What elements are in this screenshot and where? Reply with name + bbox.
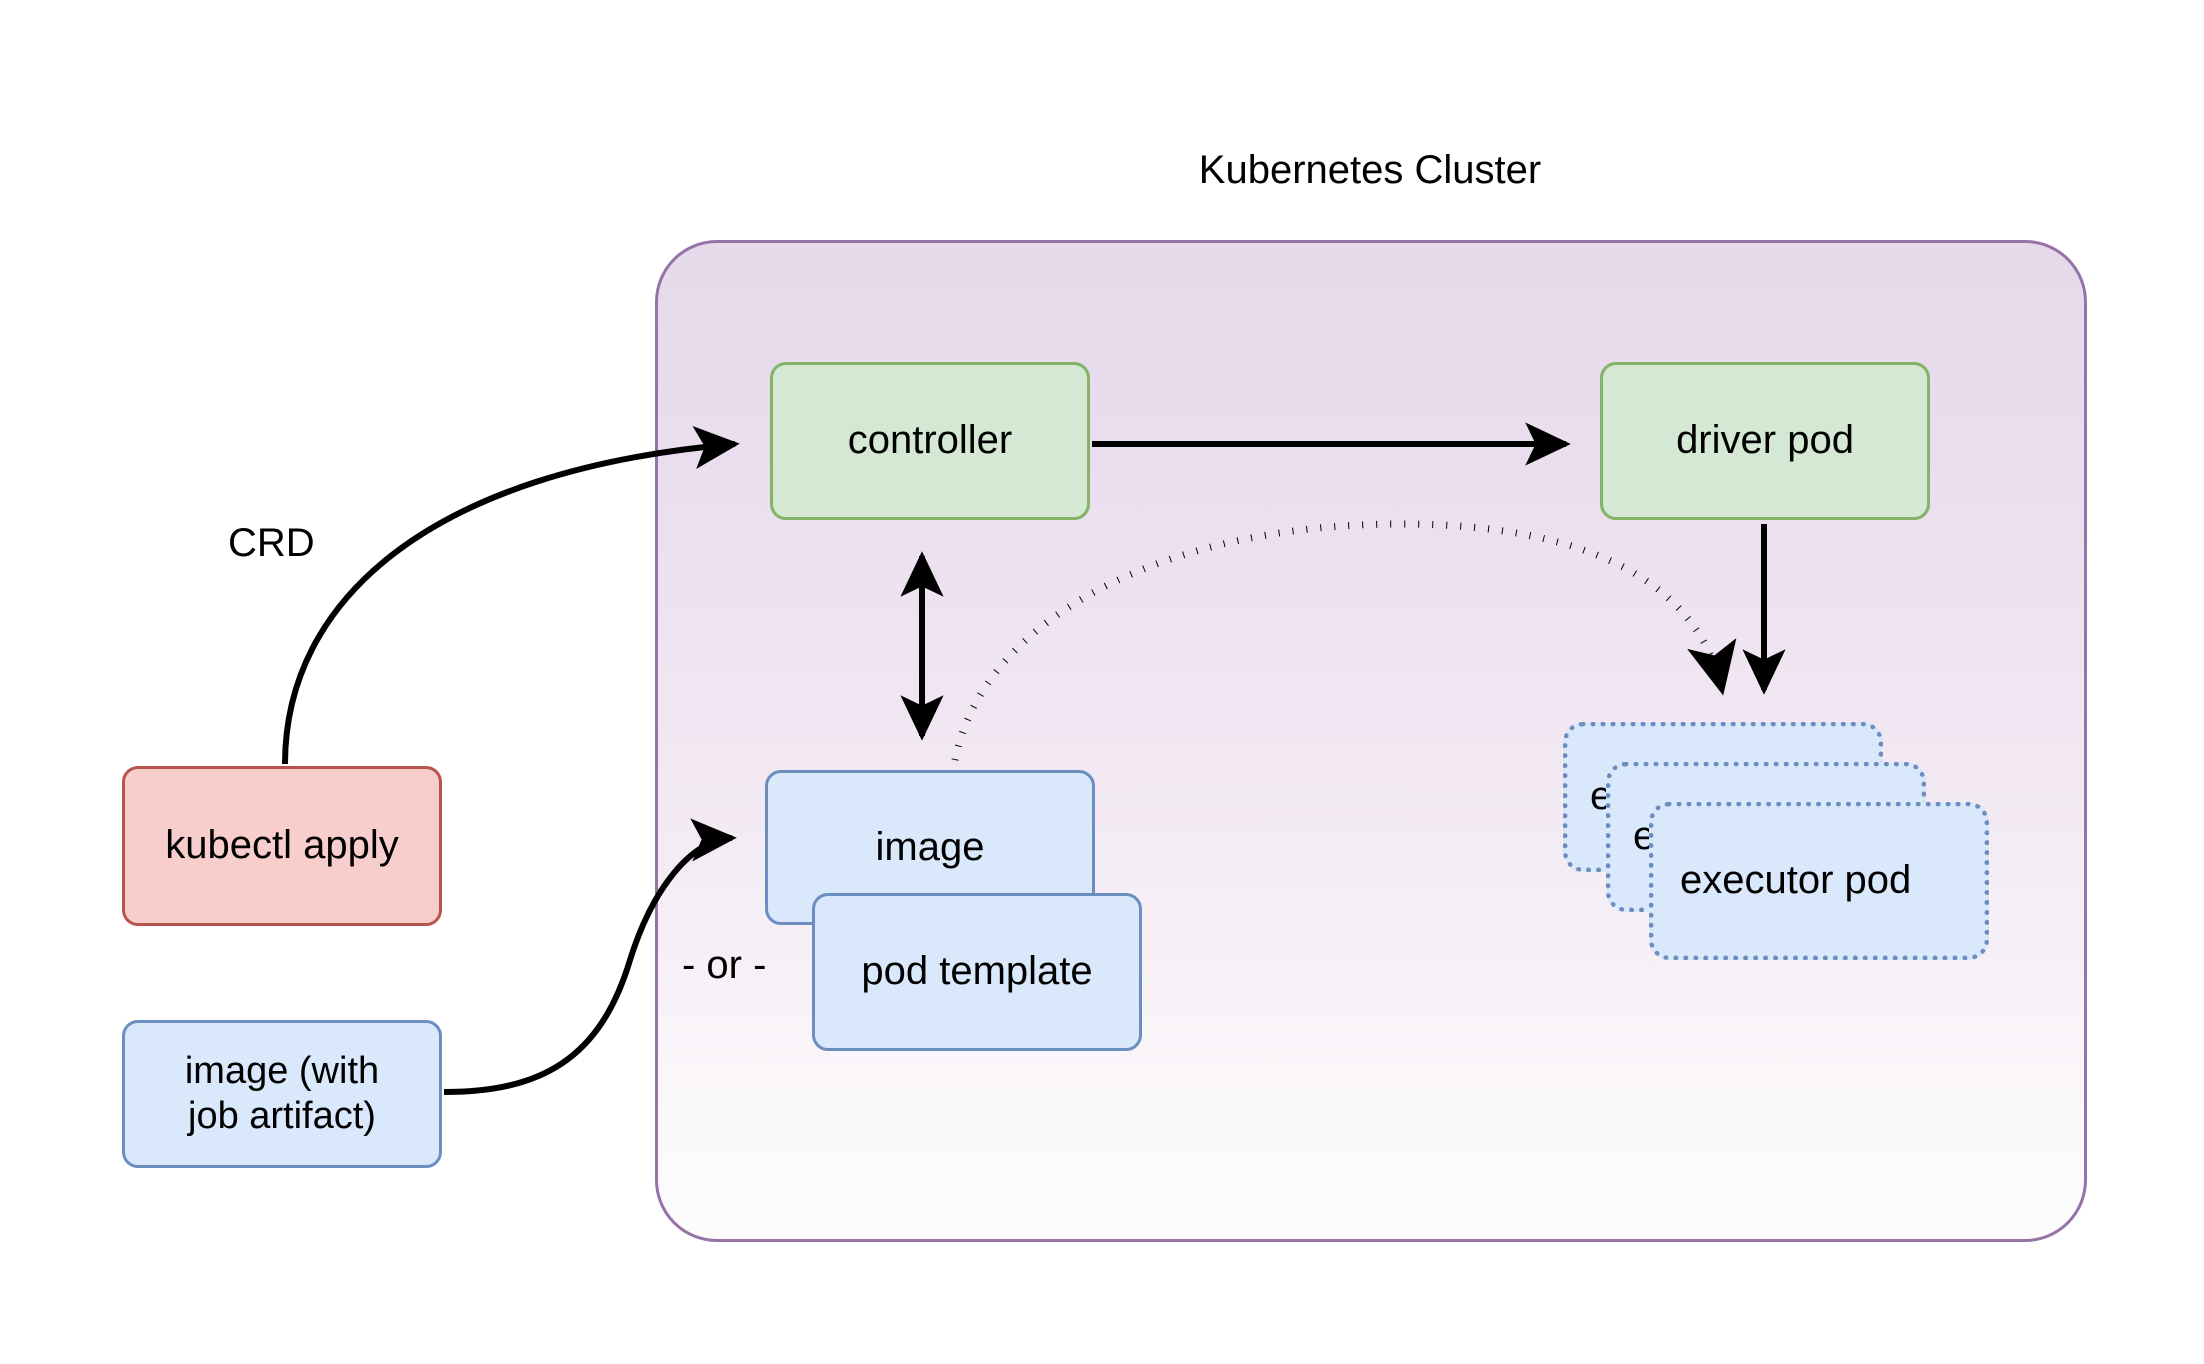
node-kubectl-apply-label: kubectl apply <box>165 823 399 868</box>
node-image-with-job-artifact-label: image (with job artifact) <box>184 1050 380 1137</box>
node-kubectl-apply[interactable]: kubectl apply <box>122 766 442 926</box>
node-controller[interactable]: controller <box>770 362 1090 520</box>
edge-label-crd: CRD <box>228 521 315 565</box>
label-or: - or - <box>682 943 767 987</box>
node-pod-template[interactable]: pod template <box>812 893 1142 1051</box>
edge-image-artifact-to-image <box>443 818 737 1095</box>
node-driver-pod-label: driver pod <box>1676 418 1854 463</box>
node-controller-label: controller <box>847 418 1013 463</box>
node-executor-pod-front[interactable]: executor pod <box>1649 802 1989 960</box>
cluster-title: Kubernetes Cluster <box>1198 148 1542 192</box>
node-driver-pod[interactable]: driver pod <box>1600 362 1930 520</box>
node-pod-template-label: pod template <box>861 949 1093 994</box>
edge-kubectl-apply-to-controller <box>282 425 740 765</box>
node-executor-pod-front-label: executor pod <box>1680 858 1912 903</box>
node-image-label: image <box>875 824 985 869</box>
node-image-with-job-artifact[interactable]: image (with job artifact) <box>122 1020 442 1168</box>
